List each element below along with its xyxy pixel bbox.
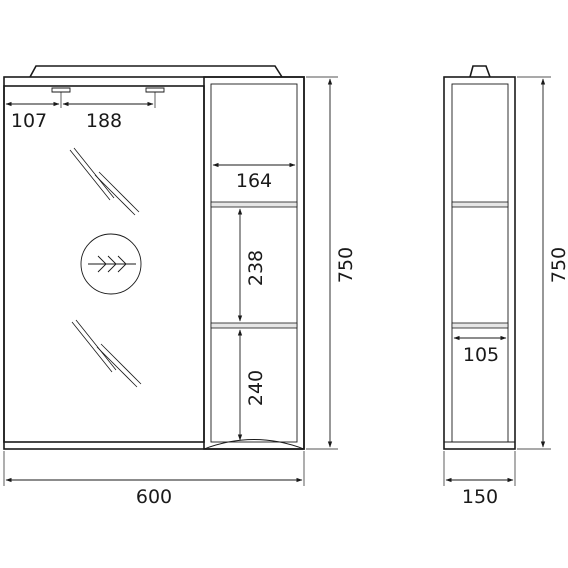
label-shelf-gap-upper: 238 — [245, 250, 267, 286]
label-side-height: 750 — [548, 247, 568, 283]
front-top-cap — [29, 65, 283, 78]
side-dimensions: 105 750 150 — [443, 76, 568, 508]
shelf-upper — [210, 201, 298, 208]
side-cabinet-outline — [443, 76, 516, 450]
label-depth: 150 — [462, 486, 498, 508]
mirror-door-icon — [80, 233, 142, 295]
label-light-spacing: 188 — [86, 110, 122, 132]
glass-reflection-top — [69, 147, 140, 216]
front-dimensions: 107 188 164 238 240 750 600 — [3, 76, 357, 508]
side-view — [443, 65, 516, 450]
label-total-width: 600 — [136, 486, 172, 508]
label-shelf-width: 164 — [236, 170, 272, 192]
label-light-offset: 107 — [11, 110, 47, 132]
side-cabinet-inner — [451, 83, 509, 443]
shelf-middle — [210, 322, 298, 329]
shelf-section-outer — [203, 76, 305, 450]
glass-reflection-bottom — [71, 319, 142, 388]
shelf-section-inner — [210, 83, 298, 443]
wall-mount-icon — [469, 65, 491, 78]
front-view — [3, 65, 305, 450]
label-shelf-gap-lower: 240 — [245, 370, 267, 406]
light-right — [145, 87, 165, 93]
shelf-base-curve — [203, 439, 305, 450]
side-shelf-upper — [451, 201, 509, 208]
label-front-height: 750 — [335, 247, 357, 283]
light-left — [51, 87, 71, 93]
side-shelf-lower — [451, 322, 509, 329]
label-shelf-depth: 105 — [463, 344, 499, 366]
